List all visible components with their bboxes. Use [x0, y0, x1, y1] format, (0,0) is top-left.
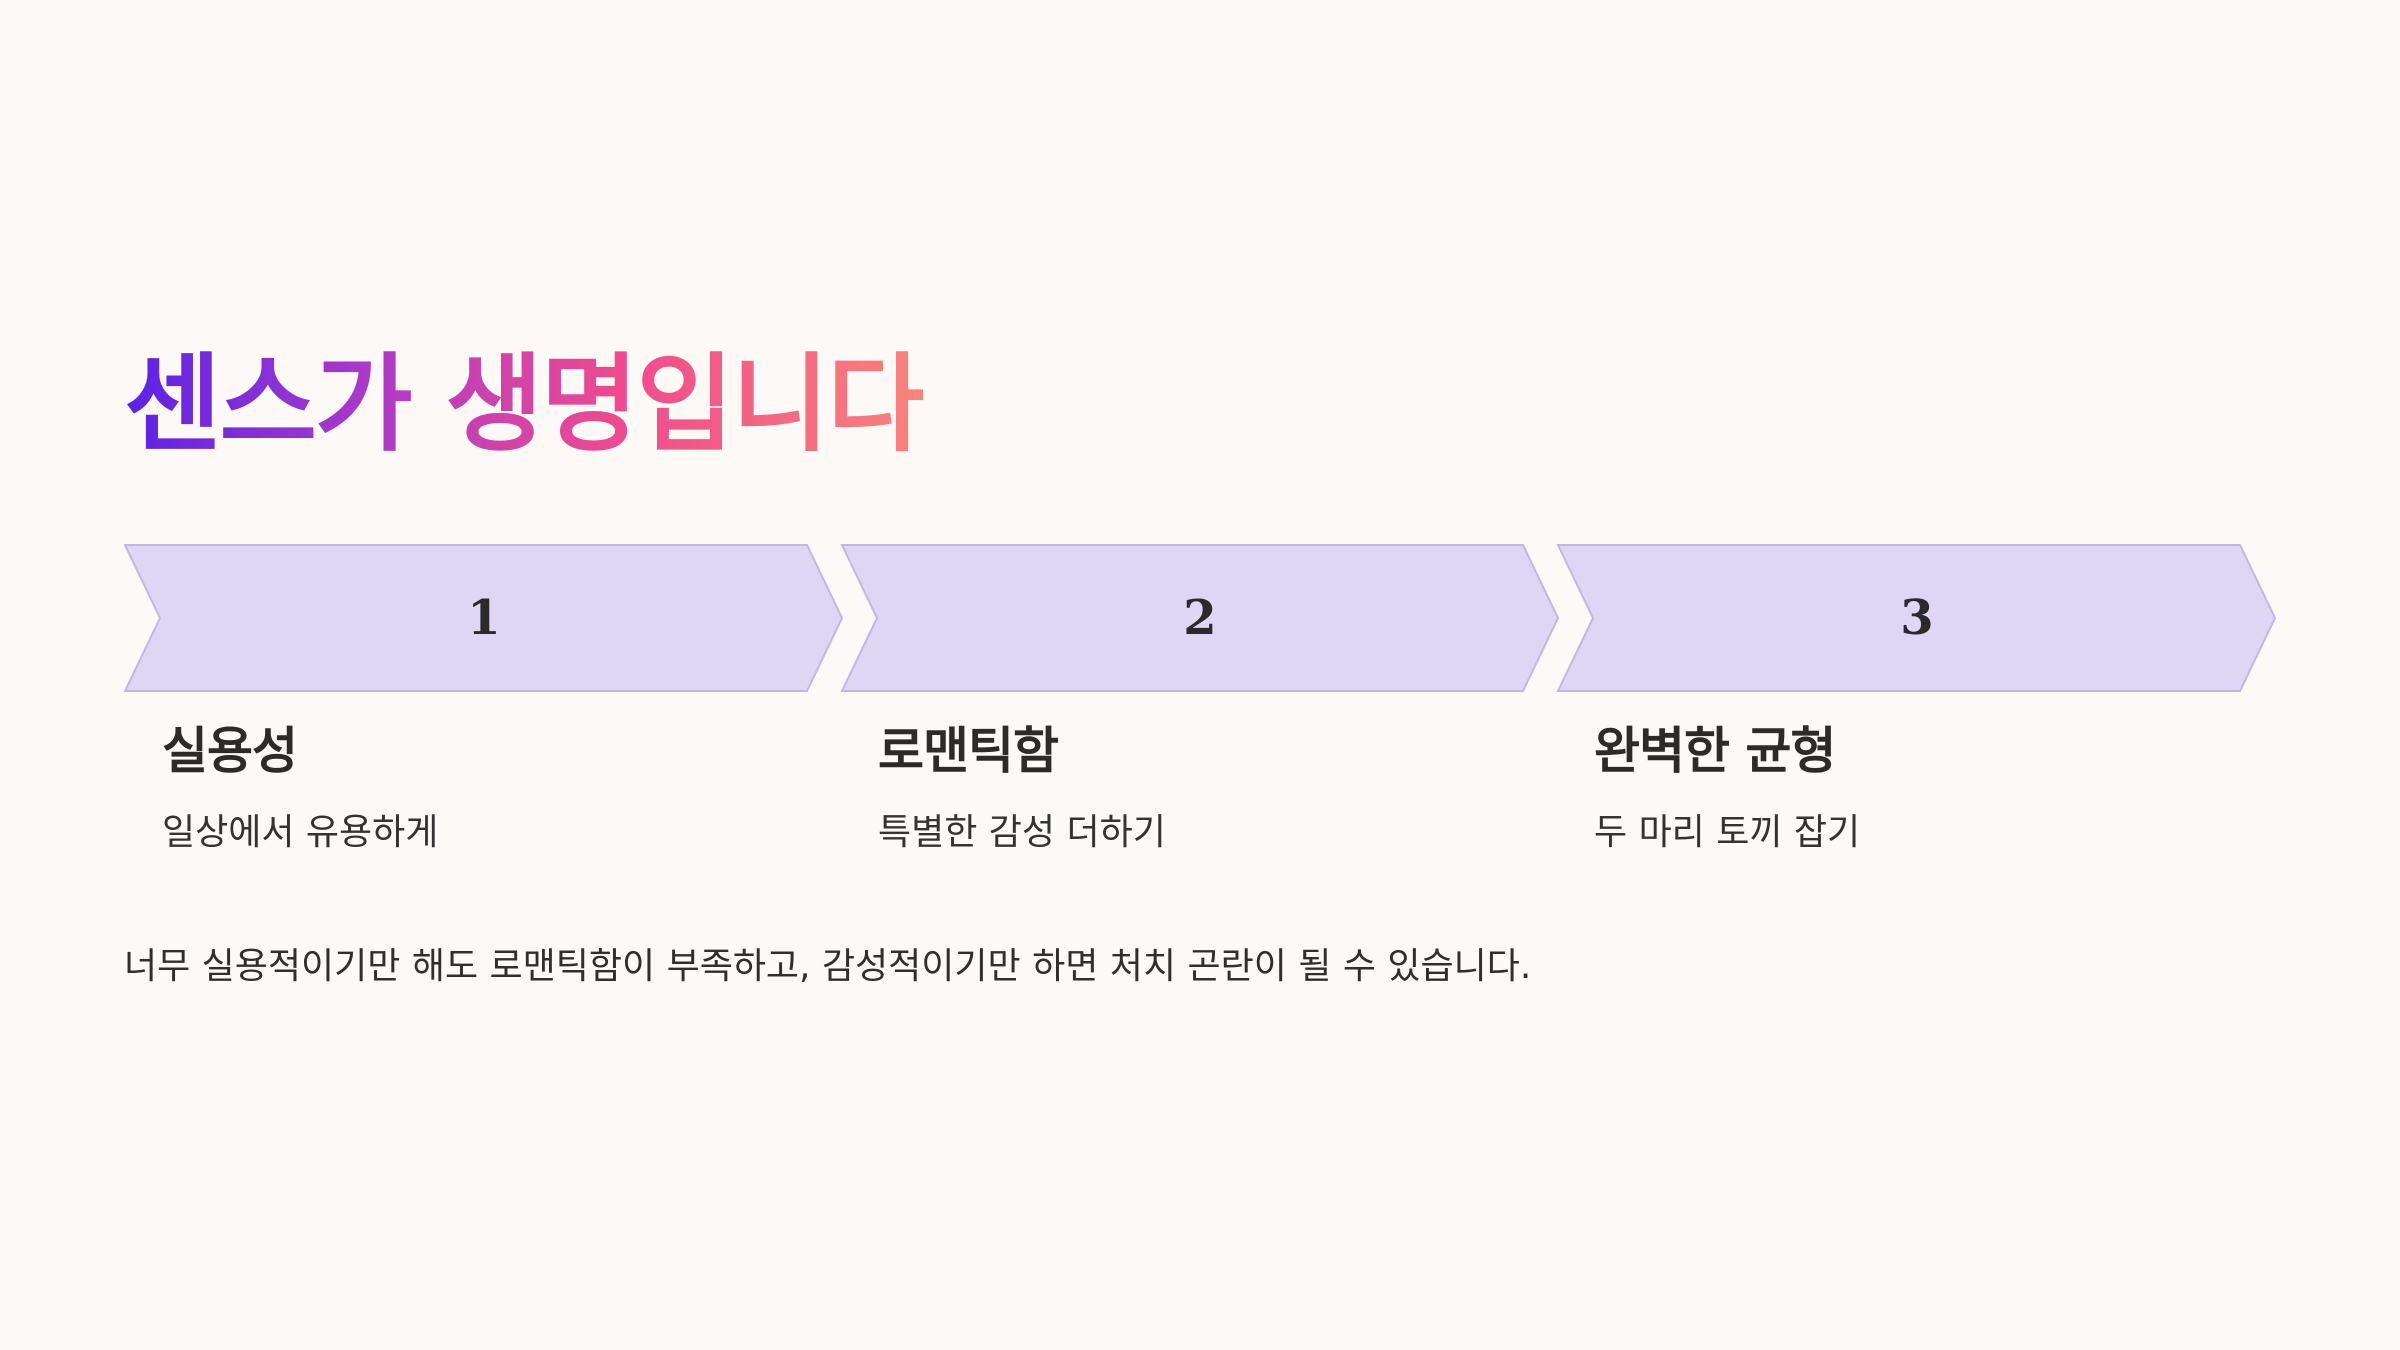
step-heading-2: 로맨틱함 — [878, 722, 1059, 780]
process-steps: 1 2 3 — [124, 544, 2276, 692]
step-card-3: 완벽한 균형 두 마리 토끼 잡기 — [1594, 716, 2254, 858]
slide-title: 센스가 생명입니다 — [124, 330, 925, 480]
chevron-step-3 — [1556, 544, 2276, 692]
chevron-step-1 — [124, 544, 844, 692]
step-number-3: 3 — [1900, 590, 1934, 646]
step-description-1: 일상에서 유용하게 — [162, 812, 439, 853]
chevron-arrows — [124, 544, 2276, 692]
step-card-1: 실용성 일상에서 유용하게 — [162, 716, 822, 858]
step-description-2: 특별한 감성 더하기 — [878, 812, 1166, 853]
step-heading-3: 완벽한 균형 — [1594, 722, 1836, 780]
step-heading-1: 실용성 — [162, 722, 298, 780]
step-number-2: 2 — [1183, 590, 1217, 646]
step-number-1: 1 — [467, 590, 501, 646]
step-description-3: 두 마리 토끼 잡기 — [1594, 812, 1861, 853]
step-card-2: 로맨틱함 특별한 감성 더하기 — [878, 716, 1538, 858]
chevron-step-2 — [840, 544, 1560, 692]
footnote-text: 너무 실용적이기만 해도 로맨틱함이 부족하고, 감성적이기만 하면 처치 곤란… — [124, 946, 1532, 987]
